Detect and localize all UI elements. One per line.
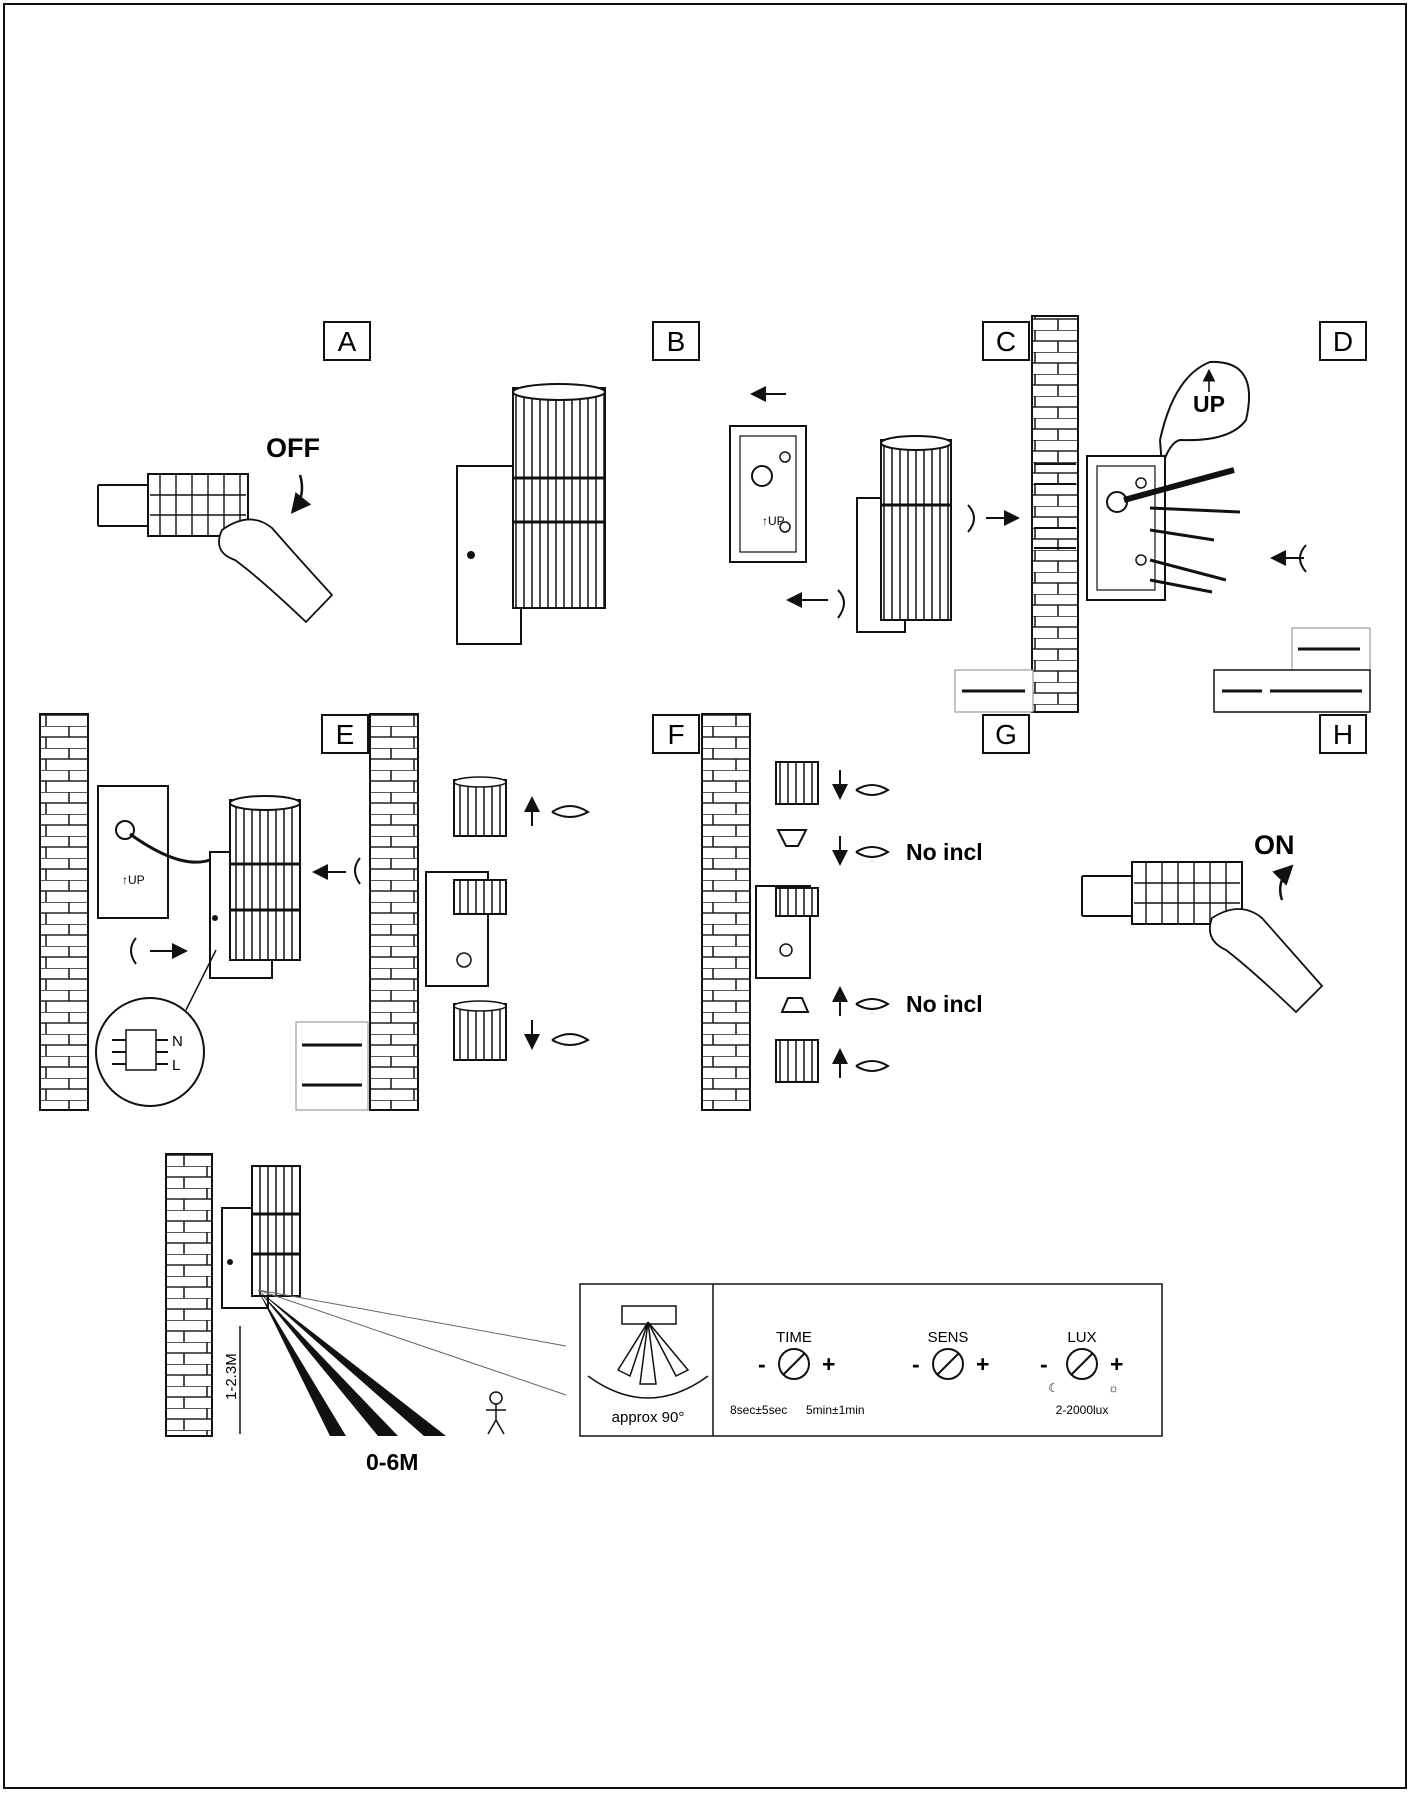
shade-f2-icon xyxy=(775,1039,819,1083)
lamp-e-icon xyxy=(209,795,301,979)
step-g: G xyxy=(954,669,1034,754)
time-title: TIME xyxy=(776,1329,812,1346)
step-h: H xyxy=(1213,627,1371,754)
step-e-box xyxy=(321,714,369,754)
time-range-max: 5min±1min xyxy=(806,1403,865,1417)
wall-sensor-icon xyxy=(165,1153,213,1437)
step-d-letter: D xyxy=(1333,326,1353,357)
sensor-angle-icon xyxy=(587,1305,709,1399)
off-label: OFF xyxy=(266,433,320,463)
sun-icon: ☼ xyxy=(1108,1381,1119,1395)
time-plus: + xyxy=(822,1351,835,1377)
mounting-box-icon: ↑UP xyxy=(729,425,807,563)
twist-icon xyxy=(551,805,590,818)
lamp-body-icon xyxy=(856,435,952,633)
moon-icon: ☾ xyxy=(1048,1381,1059,1395)
step-d-box xyxy=(1319,321,1367,361)
lux-title: LUX xyxy=(1067,1329,1096,1346)
page-border xyxy=(3,3,1407,1789)
step-a-letter: A xyxy=(338,326,357,357)
shade-remove-icon xyxy=(453,776,507,837)
lux-plus: + xyxy=(1110,1351,1123,1377)
lamp-sensor-icon xyxy=(221,1165,301,1309)
step-f-box xyxy=(652,714,700,754)
step-b: B xyxy=(456,321,700,645)
step-c-box xyxy=(982,321,1030,361)
wall-f-icon xyxy=(701,713,751,1111)
lamp-f-icon xyxy=(755,885,819,979)
bulb-icon xyxy=(776,829,808,847)
lux-minus: - xyxy=(1040,1351,1048,1377)
bulb2-icon xyxy=(780,997,810,1013)
hand-on-icon xyxy=(1208,908,1324,1014)
twist2-icon xyxy=(551,1033,590,1046)
angle-label: approx 90° xyxy=(612,1409,685,1426)
sensor-settings-panel: approx 90° TIME - + 8sec±5sec 5min±1min … xyxy=(579,1283,1163,1437)
lux-range: 2-2000lux xyxy=(1056,1403,1109,1417)
rotate-d-icon xyxy=(1299,544,1307,573)
screws-icon xyxy=(1149,506,1241,594)
time-range-min: 8sec±5sec xyxy=(730,1403,787,1417)
step-a-box xyxy=(323,321,371,361)
no-incl-label-1: No incl xyxy=(906,839,983,865)
screwdriver-e-icon xyxy=(302,1043,362,1087)
wall-plugs-icon xyxy=(1034,463,1076,549)
step-b-letter: B xyxy=(667,326,686,357)
step-e-letter: E xyxy=(336,719,355,750)
wall-e-left-icon xyxy=(39,713,89,1111)
mounted-box-icon xyxy=(1086,455,1166,601)
wall-c-icon xyxy=(1031,315,1079,713)
wire-icon xyxy=(129,832,211,864)
step-d: D UP xyxy=(1034,321,1367,601)
wire-l-label: L xyxy=(172,1057,180,1074)
on-label: ON xyxy=(1254,830,1295,860)
sensor-diagram: 1-2.3M 0-6M approx 90° TIME - xyxy=(165,1153,1163,1475)
screwdriver-e-box xyxy=(295,1021,369,1111)
wall-e-right-icon xyxy=(369,713,419,1111)
up-callout-icon: UP xyxy=(1158,360,1251,467)
up-label: UP xyxy=(1193,391,1225,417)
sens-title: SENS xyxy=(928,1329,969,1346)
step-a: A OFF xyxy=(97,321,371,624)
step-e: E ↑UP N L xyxy=(39,713,590,1111)
screw-rotate-icon xyxy=(837,589,845,619)
rotate-e-icon xyxy=(130,937,137,965)
box-up-label: ↑UP xyxy=(762,514,785,528)
no-incl-label-2: No incl xyxy=(906,991,983,1017)
time-minus: - xyxy=(758,1351,766,1377)
sens-plus: + xyxy=(976,1351,989,1377)
distance-range-label: 0-6M xyxy=(366,1449,418,1475)
height-range-label: 1-2.3M xyxy=(223,1353,240,1400)
step-f: F No incl No incl ON xyxy=(652,713,1324,1111)
step-h-letter: H xyxy=(1333,719,1353,750)
rotate-down-arrow-icon xyxy=(290,474,312,514)
rotate-e2-icon xyxy=(354,857,361,885)
rotate-c-icon xyxy=(967,504,975,533)
twist-f2-icon xyxy=(855,846,890,858)
lamp-opened-icon xyxy=(425,871,507,987)
step-f-letter: F xyxy=(667,719,684,750)
step-g-letter: G xyxy=(995,719,1017,750)
step-b-box xyxy=(652,321,700,361)
terminal-block-zoom-icon: N L xyxy=(95,949,217,1107)
wall-lamp-icon xyxy=(456,383,606,645)
step-g-box xyxy=(982,714,1030,754)
hand-icon xyxy=(218,518,334,624)
shade-f1-icon xyxy=(775,761,819,805)
wire-n-label: N xyxy=(172,1033,183,1050)
shade-replace-icon xyxy=(453,1000,507,1061)
step-c-letter: C xyxy=(996,326,1016,357)
step-c: C ↑UP xyxy=(729,315,1079,713)
cable-icon xyxy=(1123,467,1235,503)
detection-beams-icon xyxy=(257,1289,567,1436)
person-icon xyxy=(486,1391,506,1435)
rotate-up-arrow-icon xyxy=(1272,864,1294,901)
twist-f1-icon xyxy=(855,784,890,796)
twist-f4-icon xyxy=(855,1060,890,1072)
sens-minus: - xyxy=(912,1351,920,1377)
step-h-box xyxy=(1319,714,1367,754)
twist-f3-icon xyxy=(855,998,890,1010)
svg-text:↑UP: ↑UP xyxy=(122,873,145,887)
